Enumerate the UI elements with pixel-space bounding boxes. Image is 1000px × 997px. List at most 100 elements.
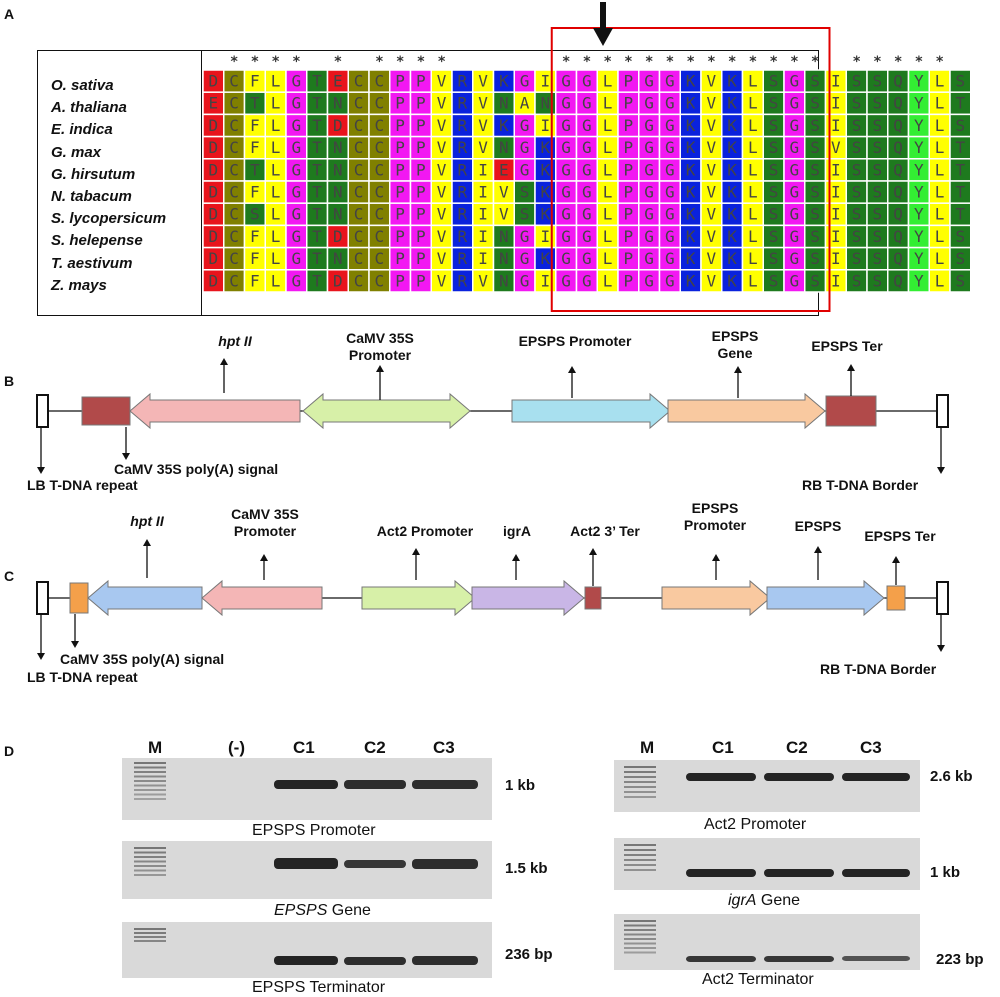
residue-letter: P [624,205,634,224]
residue-letter: K [727,271,737,290]
residue-letter: K [727,94,737,113]
species-name: E. indica [51,121,113,139]
conservation-star: * [894,54,902,70]
residue-letter: L [935,72,945,91]
residue-letter: S [810,183,820,202]
residue-letter: G [520,160,530,179]
residue-letter: Q [893,160,903,179]
residue-letter: G [644,72,654,91]
residue-letter: K [727,116,737,135]
residue-letter: C [354,249,364,268]
residue-letter: I [541,271,551,290]
residue-letter: S [956,271,966,290]
residue-letter: V [499,183,509,202]
residue-letter: Y [914,227,924,246]
residue-letter: V [437,183,447,202]
conservation-star: * [417,54,425,70]
size-label-l3: 236 bp [505,946,553,963]
residue-letter: L [935,138,945,157]
residue-letter: L [603,271,613,290]
residue-letter: G [665,205,675,224]
residue-letter: L [603,116,613,135]
residue-letter: K [499,72,509,91]
residue-letter: S [852,138,862,157]
residue-letter: P [416,227,426,246]
residue-letter: F [250,116,260,135]
residue-letter: G [582,116,592,135]
residue-letter: D [209,249,219,268]
residue-letter: G [644,138,654,157]
residue-letter: G [520,249,530,268]
residue-letter: E [209,94,219,113]
residue-letter: S [956,249,966,268]
residue-letter: S [810,271,820,290]
residue-letter: L [748,72,758,91]
residue-letter: L [748,138,758,157]
conservation-star: * [853,54,861,70]
residue-letter: G [790,116,800,135]
c-pointer-rb-head [937,645,945,652]
residue-letter: G [644,160,654,179]
residue-letter: N [333,94,343,113]
b-label-epsps-promoter: EPSPS Promoter [518,333,632,349]
residue-letter: I [831,72,841,91]
residue-letter: C [229,94,239,113]
residue-letter: V [437,160,447,179]
residue-letter: T [250,94,260,113]
residue-letter: I [831,249,841,268]
caption-r2-italic: igrA [728,892,757,909]
residue-letter: T [956,183,966,202]
residue-letter: L [603,183,613,202]
residue-letter: K [541,160,551,179]
residue-letter: C [229,271,239,290]
left-lane-c3: C3 [433,738,455,757]
residue-letter: C [375,249,385,268]
residue-letter: C [375,183,385,202]
residue-letter: V [437,205,447,224]
residue-letter: L [271,271,281,290]
residue-letter: L [748,183,758,202]
residue-letter: L [935,205,945,224]
residue-letter: C [354,271,364,290]
b-label-hpt: hpt II [218,333,252,349]
residue-letter: P [395,271,405,290]
b-polya-box [81,396,131,426]
residue-letter: C [375,160,385,179]
residue-letter: P [395,72,405,91]
conservation-star: * [874,54,882,70]
residue-letter: G [644,205,654,224]
residue-letter: P [624,94,634,113]
residue-letter: K [727,72,737,91]
residue-letter: G [561,205,571,224]
residue-letter: P [395,116,405,135]
species-name: O. sativa [51,77,114,94]
residue-letter: T [312,94,322,113]
residue-letter: G [790,183,800,202]
residue-letter: P [416,249,426,268]
residue-letter: T [312,227,322,246]
residue-letter: P [416,116,426,135]
ladder-band [624,771,656,773]
residue-letter: P [624,183,634,202]
residue-letter: V [707,205,717,224]
residue-letter: G [292,160,302,179]
b-label-rb: RB T-DNA Border [802,477,919,493]
residue-letter: T [312,205,322,224]
residue-letter: G [582,249,592,268]
b-pointer-lb-head [37,467,45,474]
residue-letter: V [437,72,447,91]
residue-letter: P [416,271,426,290]
panel-letter-a: A [4,6,15,22]
b-pointer-epsps-ter-head [847,364,855,371]
conservation-star: * [272,54,280,70]
residue-letter: Q [893,72,903,91]
conservation-star: * [770,54,778,70]
residue-letter: N [499,227,509,246]
gel-image [624,766,910,798]
c-label-camv-promoter: CaMV 35S Promoter [231,506,299,539]
residue-letter: P [416,72,426,91]
residue-letter: L [935,116,945,135]
b-label-epsps-gene: EPSPS Gene [711,328,759,361]
residue-letter: G [790,271,800,290]
gel-image [134,847,478,876]
